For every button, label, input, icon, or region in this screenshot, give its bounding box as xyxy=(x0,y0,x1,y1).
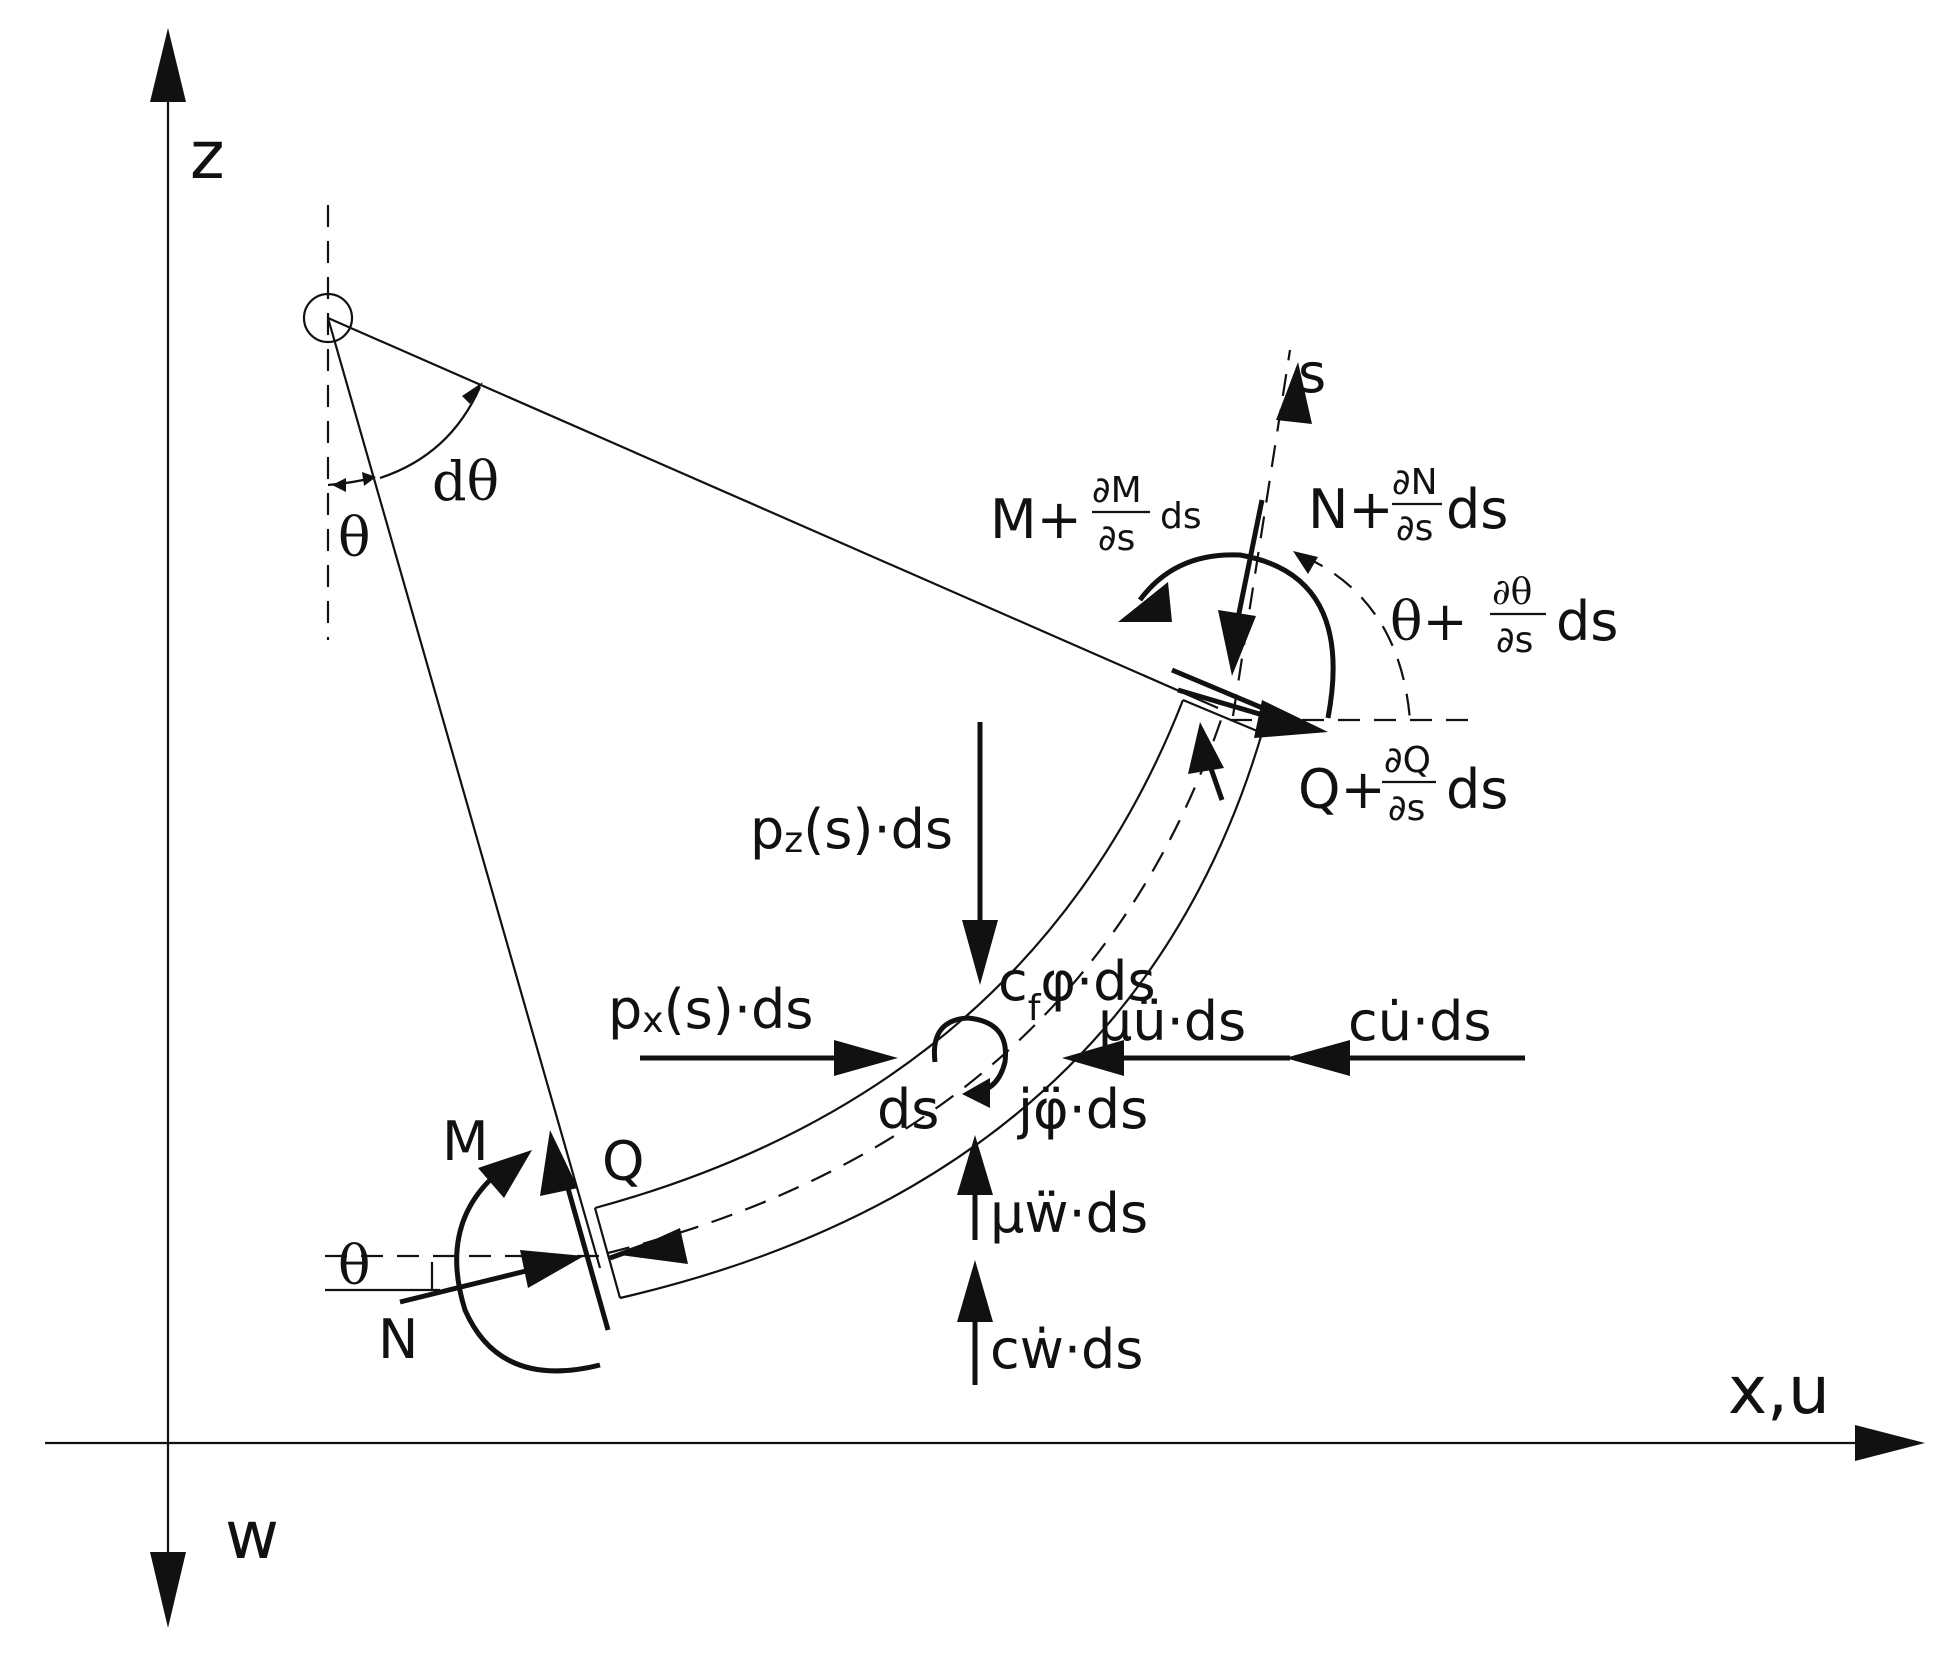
center-of-curvature xyxy=(302,205,1219,1269)
cf-label: cfφ·ds xyxy=(998,950,1156,1029)
Q-top-frac-num: ∂Q xyxy=(1384,740,1431,781)
dtheta-arc xyxy=(379,386,482,480)
M-top-prefix: M+ xyxy=(990,488,1082,551)
N-bottom-arrow-line xyxy=(399,1267,531,1305)
radius-line-top xyxy=(327,316,1219,710)
pz-label: pz(s)·ds xyxy=(750,798,953,861)
w-axis-down-arrow xyxy=(150,1552,186,1628)
beam-element xyxy=(593,698,1264,1300)
z-axis-up-arrow xyxy=(150,28,186,102)
px-label: px(s)·ds xyxy=(608,978,813,1041)
N-top-arrow-head xyxy=(1218,610,1256,676)
x-axis-arrow xyxy=(1855,1425,1925,1461)
mu-u-label: μü·ds xyxy=(1098,990,1246,1053)
dtheta-arrow xyxy=(462,382,483,404)
c-w-force xyxy=(957,1260,993,1385)
s-axis-dash xyxy=(1231,349,1292,717)
c-u-label: cu̇·ds xyxy=(1348,990,1492,1053)
mu-u-force xyxy=(1062,1040,1290,1076)
Q-top-label: Q+ ∂Q ∂s ds xyxy=(1298,740,1508,829)
w-axis-label: w xyxy=(225,1497,279,1574)
x-axis xyxy=(45,1425,1925,1461)
N-top-label: N+ ∂N ∂s ds xyxy=(1308,462,1508,549)
Q-top-arrow-head xyxy=(1188,722,1224,774)
theta-label: θ xyxy=(338,506,371,569)
N-top-frac-den: ∂s xyxy=(1396,508,1433,549)
N-bottom-label: N xyxy=(378,1308,418,1371)
ds-label: ds xyxy=(877,1078,939,1141)
mu-w-label: μẅ·ds xyxy=(990,1182,1148,1245)
mu-w-force xyxy=(957,1135,993,1240)
x-axis-label: x,u xyxy=(1728,1352,1830,1429)
M-top-moment-arrow xyxy=(1118,582,1172,622)
j-phi-label: jφ̈·ds xyxy=(1017,1078,1148,1141)
z-axis-label: z xyxy=(190,117,225,194)
beam-centerline xyxy=(607,716,1224,1255)
Q-top-prefix: Q+ xyxy=(1298,758,1386,821)
bottom-section xyxy=(325,1130,688,1374)
theta-top-suffix: ds xyxy=(1556,590,1618,653)
N-bottom-arrow-head xyxy=(520,1250,584,1288)
c-w-label: cẇ·ds xyxy=(990,1318,1143,1381)
M-top-frac-num: ∂M xyxy=(1092,470,1142,511)
N-top-prefix: N+ xyxy=(1308,478,1394,541)
z-axis xyxy=(150,28,186,1628)
M-top-frac-den: ∂s xyxy=(1098,518,1135,559)
Q-top-suffix: ds xyxy=(1446,758,1508,821)
theta-top-prefix: θ+ xyxy=(1390,590,1468,653)
M-bottom-moment-arc xyxy=(454,1178,601,1374)
M-bottom-label: M xyxy=(442,1110,489,1173)
theta-top-label: θ+ ∂θ ∂s ds xyxy=(1390,572,1618,661)
N-top-frac-num: ∂N xyxy=(1392,462,1438,503)
top-section-arrow-head xyxy=(1254,700,1328,738)
beam-inner-edge xyxy=(619,732,1264,1300)
M-top-moment-arc xyxy=(1137,552,1336,719)
Q-bottom-arrow-head xyxy=(540,1130,578,1196)
Q-bottom-label: Q xyxy=(602,1130,645,1193)
s-axis-label: s xyxy=(1298,342,1326,405)
c-u-force xyxy=(1285,1040,1525,1076)
M-top-suffix: ds xyxy=(1160,496,1202,537)
s-axis-arrow xyxy=(1276,362,1312,424)
M-top-label: M+ ∂M ∂s ds xyxy=(990,470,1202,559)
M-bottom-moment-arrow xyxy=(478,1150,532,1198)
dtheta-label: dθ xyxy=(432,450,499,513)
N-top-suffix: ds xyxy=(1446,478,1508,541)
beam-outer-edge xyxy=(594,699,1185,1210)
bottom-dash-arrow xyxy=(620,1228,688,1264)
rotational-inertia-moment xyxy=(931,1015,1009,1108)
theta-top-frac-num: ∂θ xyxy=(1492,572,1532,613)
top-section-cut xyxy=(1171,667,1273,715)
px-load xyxy=(640,1040,898,1076)
Q-top-frac-den: ∂s xyxy=(1388,788,1425,829)
theta-bottom-label: θ xyxy=(338,1234,371,1297)
theta-top-frac-den: ∂s xyxy=(1496,620,1533,661)
top-section xyxy=(1118,349,1480,801)
pz-load xyxy=(962,722,998,985)
